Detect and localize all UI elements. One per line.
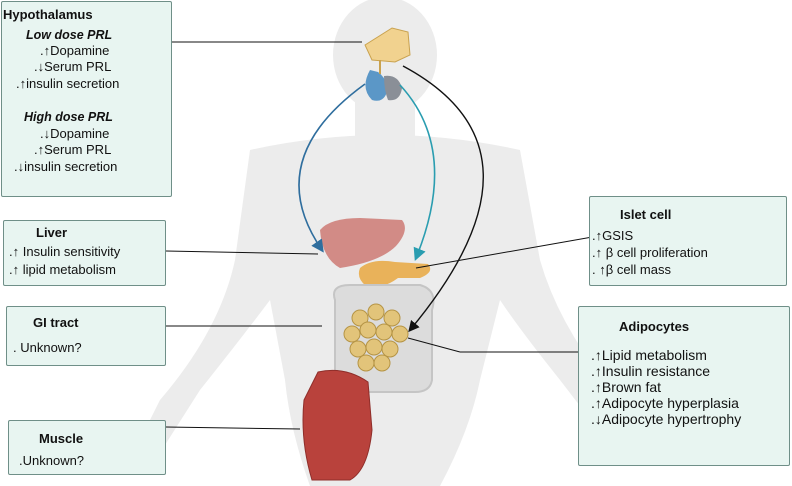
hypothalamus-box: Hypothalamus Low dose PRL .↑Dopamine .↓S… bbox=[1, 1, 172, 197]
arrow-hypothalamus-to-pancreas bbox=[399, 84, 436, 261]
pointer-lines bbox=[165, 41, 599, 430]
low-dose-title: Low dose PRL bbox=[26, 28, 113, 42]
adipocytes-item: .↑Brown fat bbox=[591, 379, 662, 395]
islet-item: . ↑β cell mass bbox=[592, 262, 671, 277]
hypothalamus-title: Hypothalamus bbox=[3, 7, 93, 22]
gi-tract-item: . Unknown? bbox=[13, 340, 82, 355]
low-dose-item: .↓Serum PRL bbox=[34, 59, 112, 74]
adipocytes-item: .↓Adipocyte hypertrophy bbox=[591, 411, 742, 427]
arrow-hypothalamus-to-adipocytes bbox=[402, 65, 484, 333]
muscle-illustration bbox=[302, 369, 373, 481]
liver-illustration bbox=[320, 218, 405, 268]
arrow-hypothalamus-to-liver bbox=[298, 83, 366, 253]
adipocytes-item: .↑Lipid metabolism bbox=[591, 347, 707, 363]
adipocytes-title: Adipocytes bbox=[619, 319, 690, 334]
adipocytes-item: .↑Insulin resistance bbox=[591, 363, 711, 379]
islet-title: Islet cell bbox=[620, 207, 672, 222]
liver-title: Liver bbox=[36, 225, 68, 240]
high-dose-title: High dose PRL bbox=[24, 110, 113, 124]
islet-cell-box: Islet cell .↑GSIS .↑ β cell proliferatio… bbox=[589, 196, 787, 286]
low-dose-item: .↑Dopamine bbox=[40, 43, 110, 58]
islet-item: .↑GSIS bbox=[592, 228, 634, 243]
high-dose-item: .↓insulin secretion bbox=[14, 159, 118, 174]
hypothalamus-illustration bbox=[364, 27, 411, 101]
liver-box: Liver .↑ Insulin sensitivity .↑ lipid me… bbox=[3, 220, 166, 286]
high-dose-item: .↑Serum PRL bbox=[34, 142, 112, 157]
high-dose-item: .↓Dopamine bbox=[40, 126, 110, 141]
muscle-item: .Unknown? bbox=[19, 453, 85, 468]
muscle-box: Muscle .Unknown? bbox=[8, 420, 166, 475]
adipocyte-illustration bbox=[343, 303, 409, 372]
low-dose-item: .↑insulin secretion bbox=[16, 76, 120, 91]
adipocytes-box: Adipocytes .↑Lipid metabolism .↑Insulin … bbox=[578, 306, 790, 466]
gi-tract-title: GI tract bbox=[33, 315, 79, 330]
pancreas-illustration bbox=[358, 260, 431, 287]
gi-tract-box: GI tract . Unknown? bbox=[6, 306, 166, 366]
islet-item: .↑ β cell proliferation bbox=[592, 245, 708, 260]
liver-item: .↑ lipid metabolism bbox=[9, 262, 116, 277]
adipocytes-item: .↑Adipocyte hyperplasia bbox=[591, 395, 739, 411]
muscle-title: Muscle bbox=[39, 431, 84, 446]
liver-item: .↑ Insulin sensitivity bbox=[9, 244, 121, 259]
